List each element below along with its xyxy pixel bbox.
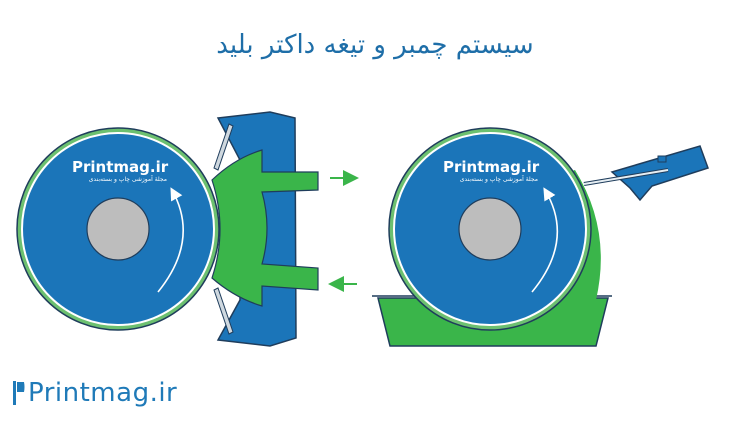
right-roll-tagline: مجلهٔ آموزشی چاپ و بسته‌بندی: [459, 176, 538, 183]
page-title: سیستم چمبر و تیغه داکتر بلید: [216, 30, 534, 60]
rotation-arrow-icon: [157, 187, 184, 293]
footer-logo: Printmag.ir: [12, 378, 177, 408]
book-icon: [13, 381, 25, 405]
reservoir-system: [372, 127, 709, 347]
left-roll-tagline: مجلهٔ آموزشی چاپ و بسته‌بندی: [88, 176, 167, 183]
chamber-system: [211, 111, 319, 347]
right-roll-brand: Printmag.ir: [443, 158, 540, 176]
left-roll-core: [86, 197, 150, 261]
right-roll-core: [458, 197, 522, 261]
left-roll-logo: Printmag.ir مجلهٔ آموزشی چاپ و بسته‌بندی: [72, 158, 182, 183]
right-roll-logo: Printmag.ir مجلهٔ آموزشی چاپ و بسته‌بندی: [443, 158, 553, 183]
holder-tab: [657, 155, 667, 163]
footer-brand: Printmag.ir: [28, 378, 178, 408]
upper-doctor-blade: [213, 123, 234, 171]
ink-chamber: [211, 149, 319, 307]
lower-doctor-blade: [213, 287, 234, 335]
rotation-arrow-icon: [531, 187, 558, 293]
left-roll-brand: Printmag.ir: [72, 158, 169, 176]
left-anilox-roll: [16, 127, 220, 331]
